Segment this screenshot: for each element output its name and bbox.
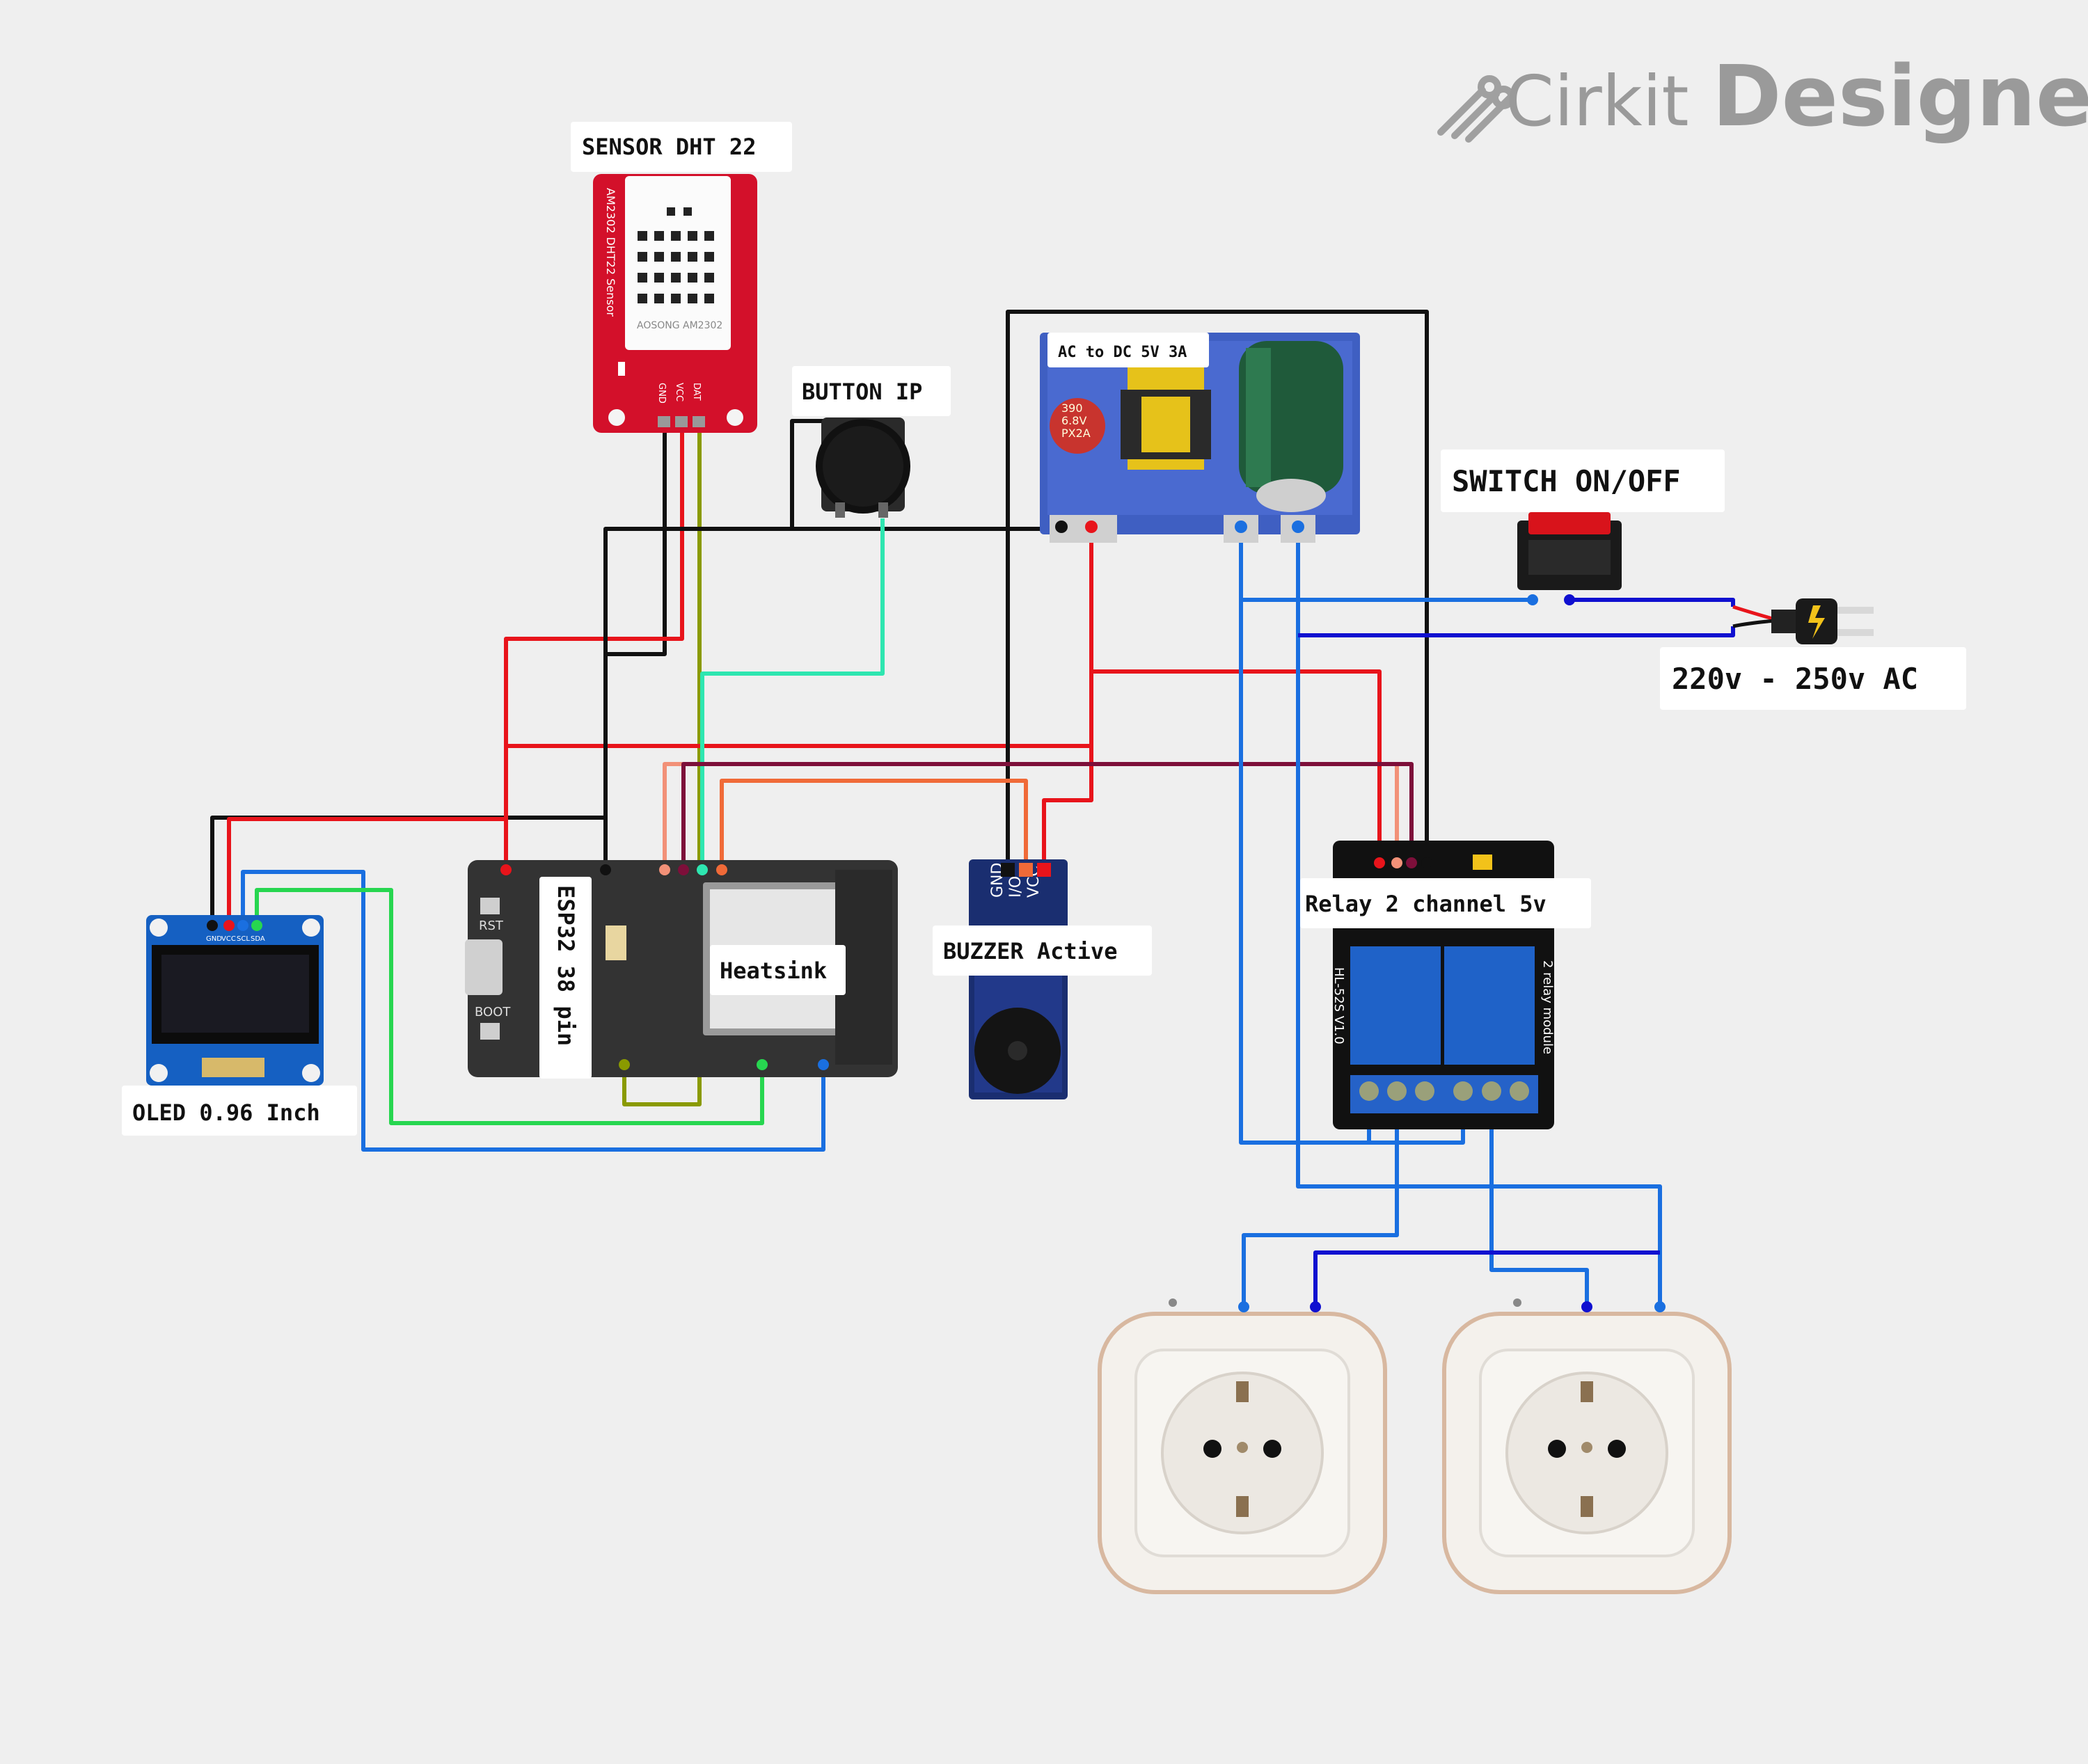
wire-oled-scl — [241, 870, 825, 1152]
esp32-label: ESP32 38 pin — [539, 877, 592, 1079]
dht-pin-vcc: VCC — [674, 383, 684, 402]
oled-display[interactable]: GND VCC SCL SDA — [146, 915, 324, 1086]
wire-gnd-loop — [1006, 310, 1429, 866]
oled-pin-vcc: VCC — [221, 935, 236, 943]
mains-label-text: 220v - 250v AC — [1672, 662, 1918, 696]
buzzer-pin-io: I/O — [1007, 876, 1025, 898]
esp32-label-text: ESP32 38 pin — [553, 885, 579, 1046]
wire-dht-gnd — [603, 424, 667, 870]
push-button[interactable] — [816, 418, 910, 518]
oled-pin-scl: SCL — [237, 935, 250, 943]
wire-gnd-bus — [603, 527, 1061, 870]
wire-switch-out — [1569, 598, 1735, 607]
wire-dht-vcc — [504, 424, 684, 870]
wire-5v-relay — [1091, 669, 1382, 863]
svg-text:6.8V: 6.8V — [1061, 414, 1086, 427]
relay-side-text2: 2 relay module — [1540, 960, 1555, 1054]
button-label: BUTTON IP — [792, 366, 951, 416]
wire-buzzer-io — [720, 779, 1028, 870]
buzzer-label-text: BUZZER Active — [943, 938, 1117, 964]
wire-relay2-com — [1489, 1091, 1589, 1307]
dht-pin-gnd: GND — [656, 383, 667, 404]
svg-text:PX2A: PX2A — [1061, 427, 1091, 440]
cirkit-logo-icon — [1437, 75, 1515, 143]
relay-side-text: HL-52S V1.0 — [1331, 967, 1346, 1044]
wire-5v-bus — [504, 527, 1093, 870]
wires — [210, 310, 1735, 1307]
acdc-label: AC to DC 5V 3A — [1047, 333, 1209, 367]
heatsink-label-text: Heatsink — [720, 958, 827, 984]
power-socket-2[interactable] — [1442, 1298, 1732, 1594]
wire-button-signal — [700, 518, 885, 870]
wire-relay1-com — [1242, 1091, 1399, 1307]
switch-label-text: SWITCH ON/OFF — [1452, 464, 1681, 498]
oled-label-text: OLED 0.96 Inch — [132, 1099, 320, 1126]
brand-name-light: Cirkit — [1505, 61, 1689, 142]
dht-chip-text: AOSONG AM2302 — [637, 320, 722, 331]
dht-side-text: AM2302 DHT22 Sensor — [604, 188, 617, 317]
wire-5v-buzzer — [1042, 746, 1093, 866]
esp32-boot-label: BOOT — [475, 1005, 511, 1019]
wire-oled-sda — [255, 888, 764, 1125]
buzzer-label: BUZZER Active — [933, 925, 1152, 976]
rocker-switch[interactable] — [1517, 512, 1622, 605]
wire-relay-in2 — [681, 762, 1414, 870]
wire-ac-l — [1296, 527, 1662, 1307]
heatsink-label: Heatsink — [710, 945, 846, 995]
power-plug[interactable] — [1732, 598, 1874, 644]
button-label-text: BUTTON IP — [802, 379, 922, 405]
switch-label: SWITCH ON/OFF — [1441, 450, 1725, 512]
relay-label-text: Relay 2 channel 5v — [1305, 891, 1547, 917]
buzzer-module[interactable]: GND I/O VCC — [969, 859, 1068, 1099]
acdc-label-text: AC to DC 5V 3A — [1058, 344, 1187, 361]
wire-oled-vcc — [227, 817, 506, 925]
oled-label: OLED 0.96 Inch — [122, 1086, 357, 1136]
esp32-rst-label: RST — [479, 919, 504, 933]
oled-pin-gnd: GND — [206, 935, 222, 943]
dht22-sensor[interactable]: AOSONG AM2302 AM2302 DHT22 Sensor GND VC… — [593, 174, 757, 433]
mains-label: 220v - 250v AC — [1660, 647, 1966, 710]
acdc-converter[interactable]: 390 6.8V PX2A — [1040, 333, 1360, 543]
power-socket-1[interactable] — [1098, 1298, 1387, 1594]
relay-label: Relay 2 channel 5v — [1300, 878, 1591, 928]
dht-label-text: SENSOR DHT 22 — [582, 134, 756, 160]
oled-pin-sda: SDA — [251, 935, 265, 943]
wire-plug-l — [1298, 626, 1735, 637]
svg-text:390: 390 — [1061, 402, 1083, 415]
brand-name-bold: Designer — [1712, 49, 2088, 145]
wire-relay2-no — [1313, 1250, 1660, 1307]
cirkit-logo: Cirkit Designer — [1437, 49, 2088, 145]
dht-label: SENSOR DHT 22 — [571, 122, 792, 172]
dht-pin-dat: DAT — [691, 383, 702, 401]
